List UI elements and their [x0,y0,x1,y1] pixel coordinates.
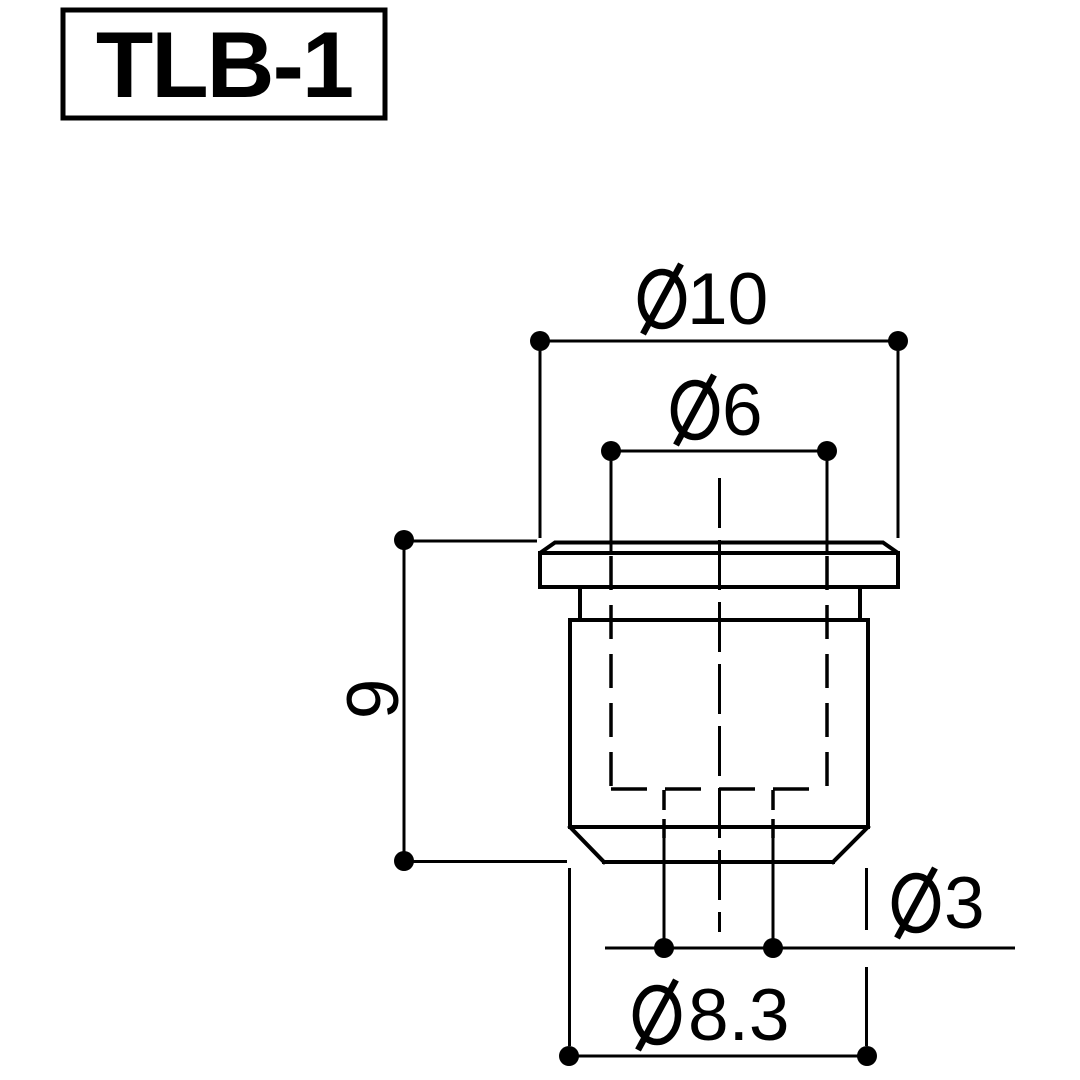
dim-dot-left [601,441,621,461]
part-label-box: TLB-1 [60,7,388,121]
dim-value-height: 9 [333,679,414,720]
bottom-chamfer-right [830,824,871,865]
dim-dot-top [394,530,414,550]
dim-body-diameter: 8.3 [559,868,877,1066]
dim-counterbore-diameter: 6 [601,370,837,553]
diameter-symbol [891,866,941,940]
dim-value-string-hole: 3 [944,863,985,944]
part-label-border [60,7,388,121]
bottom-chamfer-left [567,824,607,865]
part-label-text: TLB-1 [96,12,352,117]
dim-overall-height: 9 [333,530,567,871]
dim-dot-bottom [394,851,414,871]
dim-value-body: 8.3 [688,975,789,1056]
diameter-symbol [637,262,687,336]
dim-value-flange: 10 [687,259,768,340]
dim-dot-right [857,1046,877,1066]
dim-dot-right [817,441,837,461]
diameter-symbol [632,978,682,1052]
dim-dot-left [654,938,674,958]
diameter-symbol [670,373,720,447]
part-outline [538,540,900,865]
dim-dot-right [888,331,908,351]
dim-flange-diameter: 10 [530,259,908,538]
dim-dot-right [763,938,783,958]
dim-string-hole-diameter: 3 [605,838,1015,958]
dim-value-counterbore: 6 [722,370,763,451]
dim-dot-left [559,1046,579,1066]
dim-dot-left [530,331,550,351]
